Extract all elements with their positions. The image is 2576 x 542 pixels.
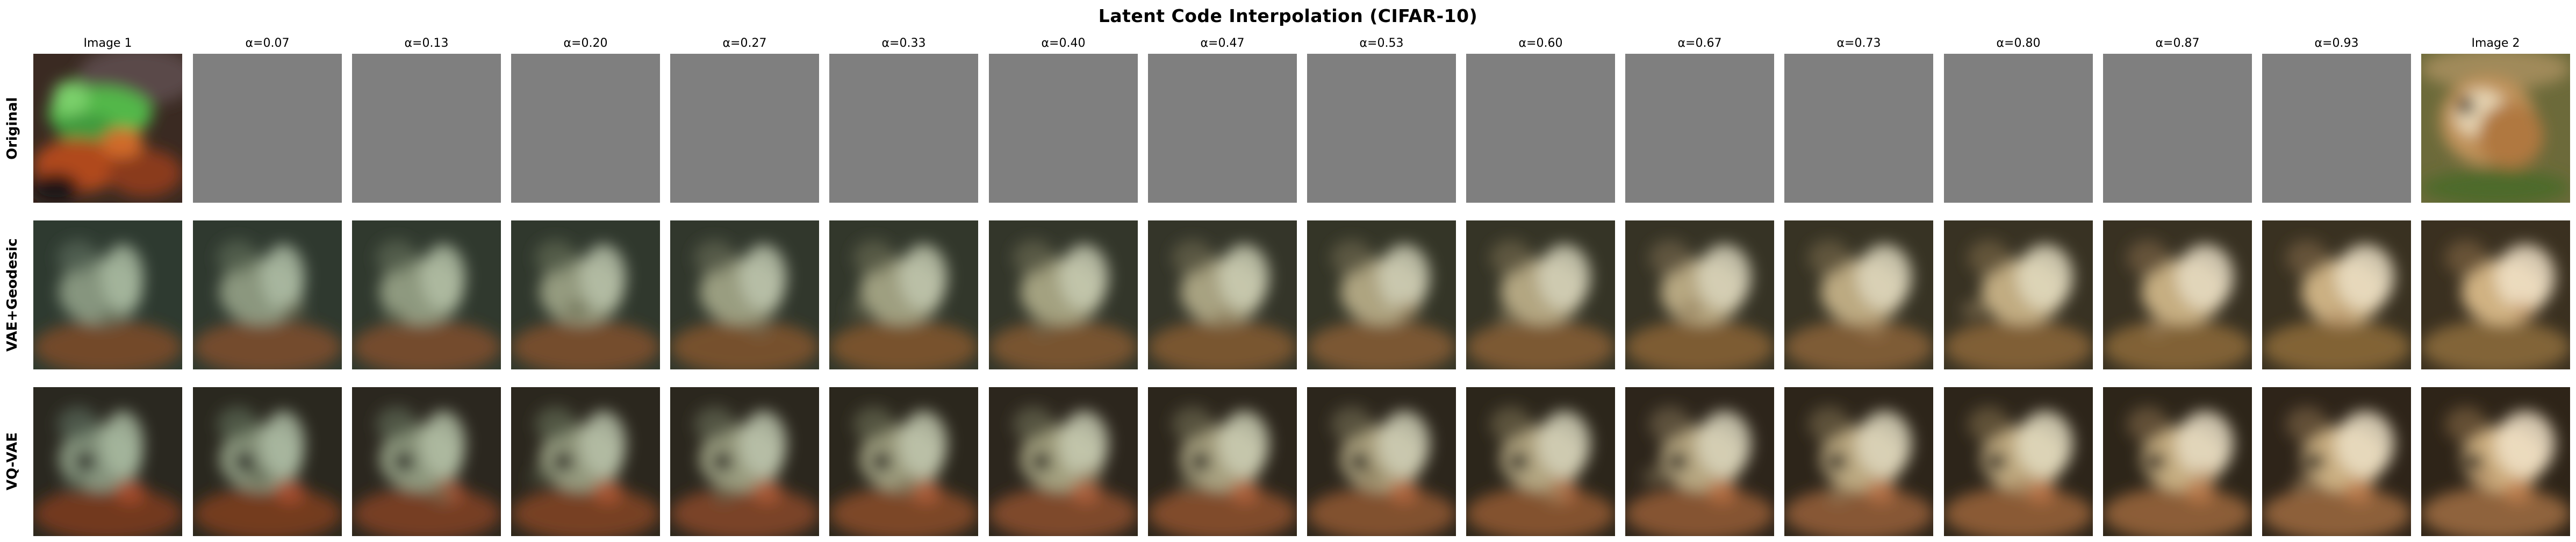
reconstruction-image [1944, 220, 2093, 369]
placeholder-gray-tile [511, 54, 660, 203]
placeholder-gray-tile [1148, 54, 1297, 203]
placeholder-gray-tile [2103, 54, 2252, 203]
reconstruction-image [829, 220, 978, 369]
column-header: α=0.33 [881, 37, 926, 50]
reconstruction-image [33, 387, 182, 536]
reconstruction-image [352, 220, 501, 369]
reconstruction-image [193, 220, 342, 369]
placeholder-gray-tile [193, 54, 342, 203]
column-header: Image 2 [2471, 37, 2520, 50]
placeholder-gray-tile [352, 54, 501, 203]
reconstruction-image [2103, 220, 2252, 369]
placeholder-gray-tile [989, 54, 1138, 203]
reconstruction-image [1307, 387, 1456, 536]
reconstruction-image [1466, 387, 1615, 536]
column-header: α=0.20 [563, 37, 608, 50]
column-header: α=0.93 [2314, 37, 2359, 50]
reconstruction-image [2262, 387, 2411, 536]
column-header: α=0.87 [2155, 37, 2200, 50]
placeholder-gray-tile [1944, 54, 2093, 203]
reconstruction-image [1625, 387, 1774, 536]
reconstruction-image [193, 387, 342, 536]
reconstruction-image [989, 387, 1138, 536]
column-header: α=0.13 [404, 37, 449, 50]
reconstruction-image [2103, 387, 2252, 536]
column-header: α=0.60 [1518, 37, 1563, 50]
figure-title: Latent Code Interpolation (CIFAR-10) [1098, 5, 1478, 26]
reconstruction-image [670, 220, 819, 369]
reconstruction-image [1466, 220, 1615, 369]
placeholder-gray-tile [670, 54, 819, 203]
reconstruction-image [1148, 220, 1297, 369]
reconstruction-image [511, 387, 660, 536]
reconstruction-image [352, 387, 501, 536]
placeholder-gray-tile [829, 54, 978, 203]
column-header: α=0.80 [1996, 37, 2041, 50]
reconstruction-image [1307, 220, 1456, 369]
reconstruction-image [1784, 387, 1933, 536]
reconstruction-image [511, 220, 660, 369]
column-header: Image 1 [83, 37, 132, 50]
reconstruction-image [2421, 220, 2570, 369]
row-label: Original [4, 97, 20, 160]
row-label: VAE+Geodesic [4, 238, 20, 352]
column-header: α=0.67 [1677, 37, 1722, 50]
placeholder-gray-tile [1307, 54, 1456, 203]
column-header: α=0.47 [1200, 37, 1245, 50]
placeholder-gray-tile [1625, 54, 1774, 203]
column-header: α=0.40 [1041, 37, 1086, 50]
reconstruction-image [1944, 387, 2093, 536]
reconstruction-image [1784, 220, 1933, 369]
column-header: α=0.53 [1359, 37, 1404, 50]
reconstruction-image [33, 220, 182, 369]
placeholder-gray-tile [2262, 54, 2411, 203]
reconstruction-image [989, 220, 1138, 369]
frog-image [33, 54, 182, 203]
row-label: VQ-VAE [4, 432, 20, 491]
column-header: α=0.27 [722, 37, 767, 50]
reconstruction-image [2421, 387, 2570, 536]
placeholder-gray-tile [1784, 54, 1933, 203]
reconstruction-image [1625, 220, 1774, 369]
reconstruction-image [2262, 220, 2411, 369]
column-header: α=0.07 [245, 37, 290, 50]
column-header: α=0.73 [1836, 37, 1881, 50]
reconstruction-image [670, 387, 819, 536]
reconstruction-image [1148, 387, 1297, 536]
placeholder-gray-tile [1466, 54, 1615, 203]
dog-image [2421, 54, 2570, 203]
reconstruction-image [829, 387, 978, 536]
